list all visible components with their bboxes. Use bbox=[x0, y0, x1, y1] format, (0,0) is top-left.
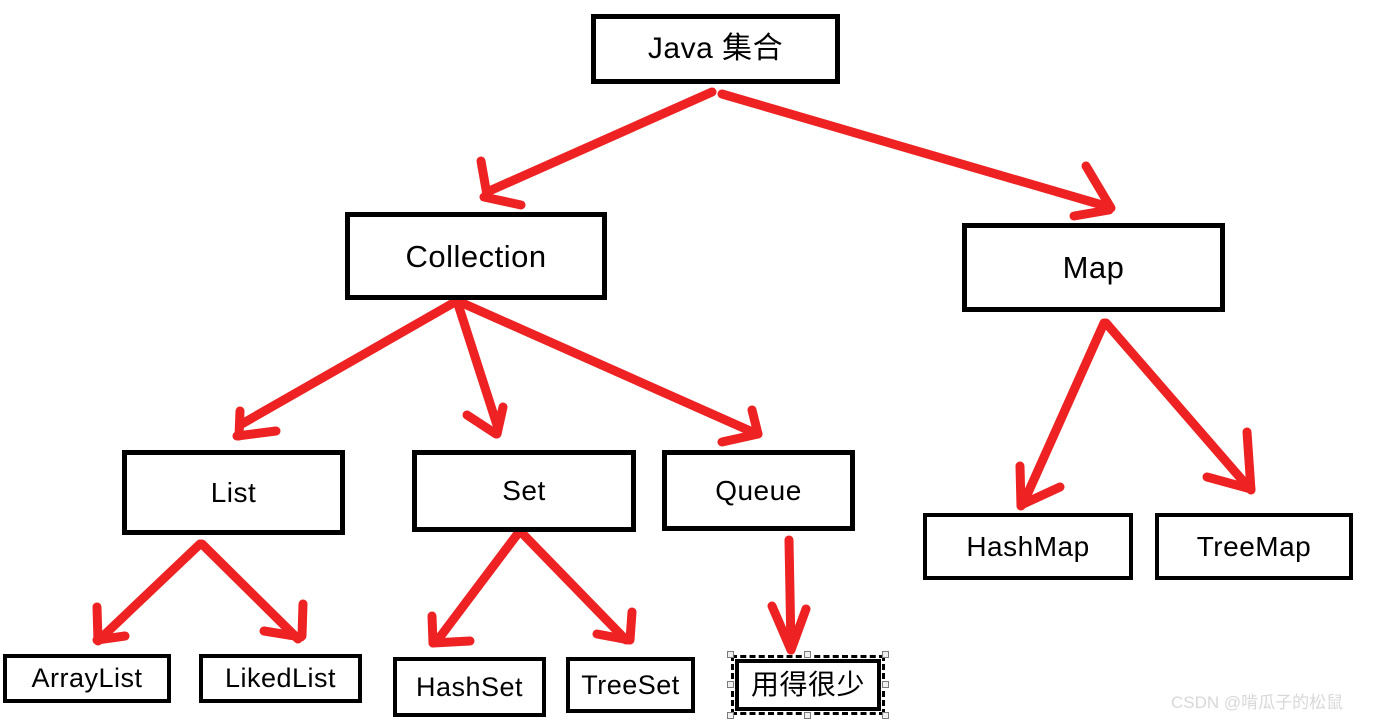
edge-set-hashset bbox=[427, 527, 524, 648]
edge-list-arraylist bbox=[92, 539, 205, 646]
node-list-label: List bbox=[210, 476, 257, 508]
node-hashset[interactable]: HashSet bbox=[393, 657, 546, 717]
node-arraylist-label: ArrayList bbox=[31, 663, 143, 693]
node-set[interactable]: Set bbox=[412, 450, 636, 532]
edge-list-likedlist bbox=[197, 539, 308, 644]
node-hashmap-label: HashMap bbox=[966, 530, 1090, 562]
node-list[interactable]: List bbox=[122, 450, 345, 535]
node-collection[interactable]: Collection bbox=[345, 212, 607, 300]
node-treemap[interactable]: TreeMap bbox=[1155, 513, 1353, 580]
edge-root-map bbox=[717, 89, 1116, 221]
node-queue-label: Queue bbox=[715, 474, 802, 506]
edge-collection-queue bbox=[455, 297, 763, 447]
resize-handle-se[interactable] bbox=[882, 712, 889, 719]
edge-map-treemap bbox=[1101, 318, 1256, 495]
node-set-label: Set bbox=[502, 475, 546, 506]
node-map-label: Map bbox=[1062, 250, 1125, 285]
resize-handle-nw[interactable] bbox=[727, 651, 734, 658]
node-likedlist-label: LikedList bbox=[224, 663, 337, 693]
node-treemap-label: TreeMap bbox=[1196, 530, 1312, 562]
node-root-label: Java 集合 bbox=[647, 32, 784, 65]
node-queue[interactable]: Queue bbox=[662, 450, 855, 531]
edge-collection-list bbox=[232, 297, 460, 441]
edge-root-collection bbox=[476, 87, 717, 210]
node-rarely-used-label: 用得很少 bbox=[750, 669, 865, 700]
node-likedlist[interactable]: LikedList bbox=[199, 654, 362, 703]
resize-handle-ne[interactable] bbox=[882, 651, 889, 658]
node-arraylist[interactable]: ArrayList bbox=[3, 654, 171, 703]
node-hashmap[interactable]: HashMap bbox=[923, 513, 1133, 580]
edge-map-hashmap bbox=[1015, 318, 1109, 511]
node-map[interactable]: Map bbox=[962, 223, 1225, 312]
node-treeset-label: TreeSet bbox=[581, 669, 680, 700]
resize-handle-w[interactable] bbox=[727, 681, 734, 688]
node-rarely-used[interactable]: 用得很少 bbox=[735, 659, 881, 711]
selection-frame[interactable]: 用得很少 bbox=[727, 651, 889, 719]
csdn-watermark: CSDN @啃瓜子的松鼠 bbox=[1171, 693, 1344, 712]
resize-handle-n[interactable] bbox=[804, 651, 811, 658]
resize-handle-sw[interactable] bbox=[727, 712, 734, 719]
edge-set-treeset bbox=[516, 527, 637, 645]
node-treeset[interactable]: TreeSet bbox=[566, 657, 695, 713]
edge-queue-rarelyused bbox=[767, 535, 811, 655]
node-root[interactable]: Java 集合 bbox=[591, 14, 840, 84]
node-collection-label: Collection bbox=[405, 238, 547, 274]
resize-handle-e[interactable] bbox=[882, 681, 889, 688]
edge-collection-set bbox=[452, 296, 508, 439]
node-hashset-label: HashSet bbox=[415, 671, 524, 702]
resize-handle-s[interactable] bbox=[804, 712, 811, 719]
